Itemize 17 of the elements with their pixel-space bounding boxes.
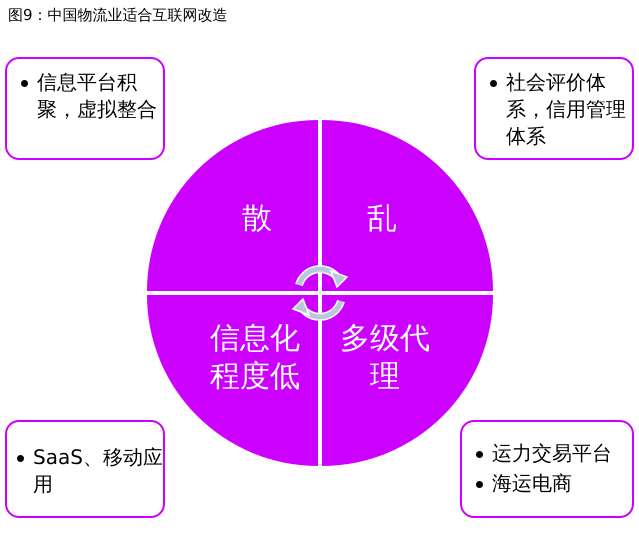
bullet-text: 信息平台积聚，虚拟整合 (19, 69, 159, 123)
quadrant-label: 多级代理 (339, 320, 431, 396)
text-box (474, 57, 634, 160)
text-box (5, 420, 165, 518)
quadrant-label: 散 (241, 200, 273, 238)
bullet-text: 运力交易平台 (474, 440, 632, 467)
figure-title: 图9：中国物流业适合互联网改造 (8, 6, 228, 25)
quadrant-label: 乱 (366, 200, 398, 238)
quadrant-slice (322, 295, 493, 466)
text-box (460, 420, 634, 518)
bullet-text: SaaS、移动应用 (15, 444, 163, 498)
text-box (5, 57, 165, 160)
quadrant-slice (147, 120, 318, 291)
bullet-text: 海运电商 (474, 470, 632, 497)
quadrant-label: 信息化程度低 (209, 320, 301, 396)
bullet-text: 社会评价体系，信用管理体系 (488, 69, 628, 150)
quadrant-slice (322, 120, 493, 291)
